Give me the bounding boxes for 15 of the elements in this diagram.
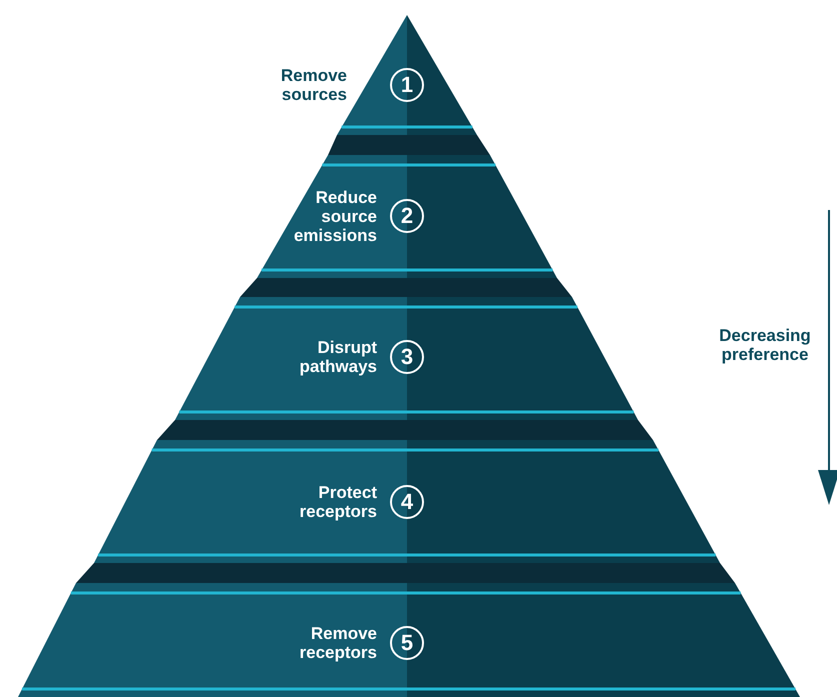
tier-label: Protect receptors bbox=[298, 483, 377, 521]
step-number: 1 bbox=[390, 68, 424, 102]
step-number: 3 bbox=[390, 340, 424, 374]
step-number: 2 bbox=[390, 199, 424, 233]
pyramid-tier bbox=[94, 440, 720, 563]
step-number: 5 bbox=[390, 626, 424, 660]
tier-label: Remove receptors bbox=[298, 624, 377, 662]
tier-label: Remove sources bbox=[280, 66, 347, 104]
pyramid-tier bbox=[175, 297, 638, 420]
tier-label: Disrupt pathways bbox=[298, 338, 377, 376]
pyramid-tier bbox=[18, 583, 800, 697]
tier-label: Reduce source emissions bbox=[292, 188, 377, 244]
direction-label: Decreasing preference bbox=[718, 326, 812, 364]
step-number: 4 bbox=[390, 485, 424, 519]
pyramid-tier bbox=[257, 155, 557, 278]
